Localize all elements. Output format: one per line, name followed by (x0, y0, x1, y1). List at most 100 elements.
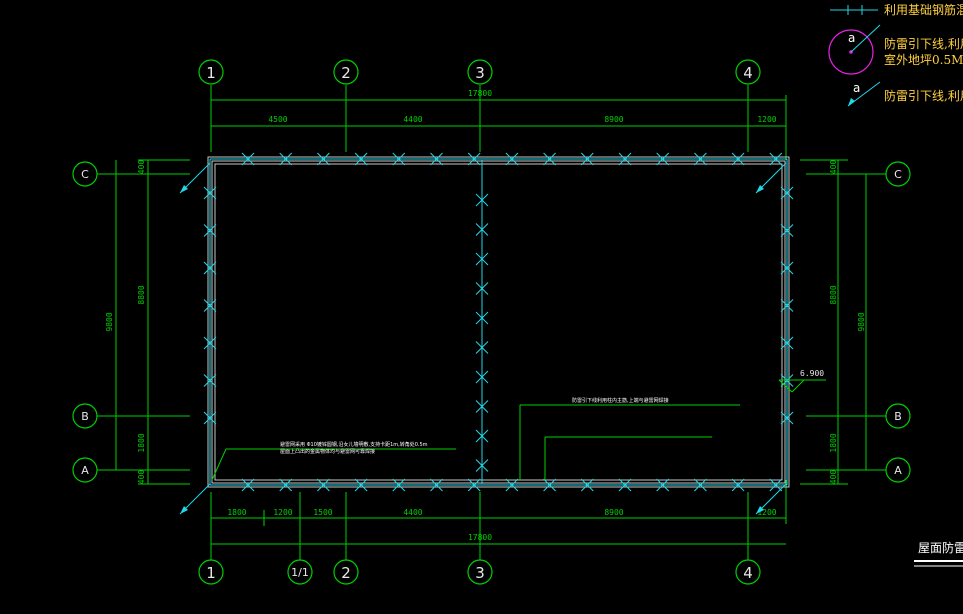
support-crosses (203, 152, 794, 492)
legend-item-2-line-1: 防雷引下线,利用 (884, 36, 963, 51)
legend: 利用基础钢筋混凝 a 防雷引下线,利用 室外地坪0.5M处 a 防雷引下线,利用 (828, 2, 963, 107)
grid-bubble-right-b: B (894, 410, 902, 423)
note-3: 防雷引下线利用柱内主筋,上端与避雷网焊接 (572, 397, 669, 404)
support-cross (694, 478, 707, 492)
legend-item-1: 利用基础钢筋混凝 (884, 2, 963, 17)
down-conductor-arrows (179, 162, 787, 515)
support-cross (543, 152, 556, 166)
support-cross (580, 478, 594, 492)
support-cross (392, 478, 406, 492)
support-cross (317, 478, 330, 492)
support-cross (203, 261, 217, 275)
support-cross (467, 478, 481, 492)
legend-symbol-letter-2: a (853, 81, 860, 95)
grid-lines (97, 85, 886, 560)
dim-top-overall: 17800 (468, 89, 492, 98)
dim-right-seg-1: 400 (829, 160, 838, 175)
support-cross (475, 429, 489, 443)
support-cross (203, 299, 217, 312)
support-cross (203, 186, 217, 200)
dim-left-seg-2: 1800 (137, 433, 146, 452)
dim-bottom-seg-1: 1800 (227, 508, 246, 517)
grid-bubbles-bottom: 1 1/1 2 3 4 (198, 559, 761, 585)
grounding-symbol-icon (828, 29, 874, 75)
support-cross (780, 336, 794, 350)
legend-item-3: 防雷引下线,利用 (884, 88, 963, 103)
support-cross (656, 478, 670, 492)
elevation-mark: 6.900 (800, 369, 824, 378)
dimensions-bottom: 1800 1200 1500 4400 8900 1200 17800 (211, 480, 787, 545)
dim-top-seg-2: 4400 (403, 115, 422, 124)
dim-left-inner: 8800 (137, 285, 146, 304)
dim-top-seg-1: 4500 (268, 115, 287, 124)
grid-bubble-top-1: 1 (206, 64, 216, 82)
support-cross (475, 252, 489, 266)
support-cross (279, 152, 293, 166)
support-cross (354, 152, 368, 166)
dimensions-right: 8800 9800 400 1800 400 (800, 159, 867, 485)
grid-bubble-right-c: C (894, 168, 902, 181)
support-cross (780, 411, 794, 425)
support-cross (392, 152, 406, 166)
dim-top-seg-3: 8900 (604, 115, 623, 124)
support-cross (780, 261, 794, 275)
dim-bottom-seg-4: 4400 (403, 508, 422, 517)
support-cross (475, 311, 489, 325)
dimensions-left: 9800 8800 400 1800 400 (105, 159, 190, 485)
grid-bubbles-left: C B A (72, 161, 98, 483)
support-cross (780, 224, 794, 237)
grid-bubble-left-b: B (81, 410, 89, 423)
support-cross (241, 478, 255, 492)
support-cross (780, 299, 794, 312)
support-cross (475, 400, 489, 413)
support-cross (580, 152, 594, 166)
dim-right-seg-2: 1800 (829, 433, 838, 452)
dim-top-seg-4: 1200 (757, 115, 776, 124)
support-cross (430, 478, 443, 492)
support-cross (505, 478, 519, 492)
roof-parapet-outline (207, 156, 790, 488)
grid-bubble-top-4: 4 (743, 64, 753, 82)
grid-bubble-bottom-1: 1 (206, 564, 216, 582)
dim-right-outer: 9800 (857, 312, 866, 331)
support-cross (694, 152, 707, 166)
grid-bubble-bottom-1-1: 1/1 (291, 566, 309, 579)
support-cross (656, 152, 670, 166)
grid-bubbles-top: 1 2 3 4 (198, 59, 761, 85)
support-cross (317, 152, 330, 166)
grid-bubble-bottom-3: 3 (475, 564, 485, 582)
support-cross (505, 152, 519, 166)
support-cross (430, 152, 443, 166)
support-cross (618, 478, 632, 492)
grid-bubble-left-a: A (81, 464, 89, 477)
support-cross (241, 152, 255, 166)
lightning-net (209, 158, 788, 486)
support-cross (203, 374, 217, 387)
support-cross (279, 478, 293, 492)
support-cross (769, 152, 783, 166)
dim-left-seg-1: 400 (137, 160, 146, 175)
support-cross (780, 186, 794, 200)
grid-bubble-top-3: 3 (475, 64, 485, 82)
dim-bottom-seg-3: 1500 (313, 508, 332, 517)
support-cross (475, 459, 489, 472)
support-cross (475, 282, 489, 295)
dim-bottom-seg-5: 8900 (604, 508, 623, 517)
grid-bubble-left-c: C (81, 168, 89, 181)
legend-symbol-letter-1: a (848, 31, 855, 45)
dim-left-seg-3: 400 (137, 470, 146, 485)
grid-bubble-bottom-4: 4 (743, 564, 753, 582)
drawing-title-block: 屋面防雷 (914, 540, 963, 567)
support-cross (467, 152, 481, 166)
legend-item-2-line-2: 室外地坪0.5M处 (884, 52, 963, 67)
support-cross (475, 341, 489, 354)
dimensions-top: 17800 4500 4400 8900 1200 (211, 89, 787, 160)
dim-left-outer: 9800 (105, 312, 114, 331)
grid-bubble-bottom-2: 2 (341, 564, 351, 582)
support-cross (475, 193, 489, 207)
dim-bottom-seg-6: 1200 (757, 508, 776, 517)
grid-bubbles-right: C B A (885, 161, 911, 483)
support-cross (354, 478, 368, 492)
grid-bubble-top-2: 2 (341, 64, 351, 82)
